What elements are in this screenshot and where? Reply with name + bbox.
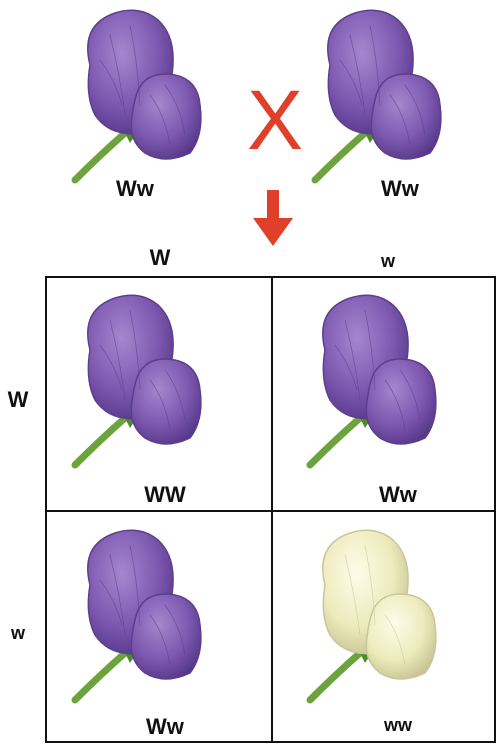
parent-left-flower-image [70, 5, 210, 185]
gamete-top-1: W [140, 247, 180, 269]
offspring-2-flower-image [305, 290, 445, 470]
cross-symbol: X [245, 78, 305, 162]
parent-right-flower-image [310, 5, 450, 185]
parent-right-genotype: Ww [365, 178, 435, 200]
gamete-side-2: w [0, 624, 36, 642]
offspring-3-genotype: Ww [125, 716, 205, 738]
offspring-1-flower-image [70, 290, 210, 470]
offspring-1-genotype: WW [125, 484, 205, 506]
offspring-4-genotype: ww [358, 716, 438, 734]
offspring-2-genotype: Ww [358, 484, 438, 506]
offspring-4-flower-image [305, 525, 445, 705]
gamete-top-2: w [368, 252, 408, 270]
parent-left-genotype: Ww [100, 178, 170, 200]
gamete-side-1: W [0, 389, 36, 411]
offspring-3-flower-image [70, 525, 210, 705]
down-arrow-icon [250, 190, 296, 248]
